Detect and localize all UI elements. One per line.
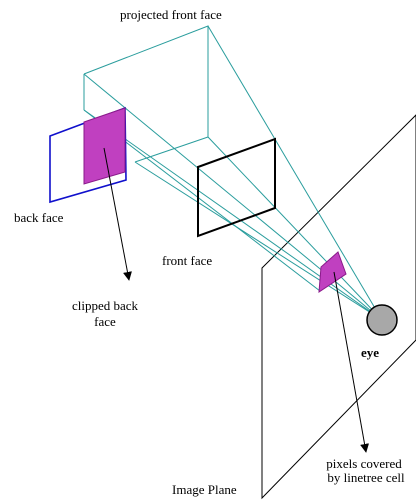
pixels-covered-label-line2: by linetree cell xyxy=(327,470,405,485)
pixels-covered-patch xyxy=(318,251,347,293)
back-face-label: back face xyxy=(14,210,64,225)
eye-circle xyxy=(366,304,398,336)
clipped-face-arrow xyxy=(103,147,132,281)
projected-front-face-label: projected front face xyxy=(120,7,222,22)
clipped-back-face-label-line2: face xyxy=(94,314,116,329)
eye-label: eye xyxy=(361,345,379,360)
pixels-arrow xyxy=(333,271,370,453)
image-plane xyxy=(261,114,416,500)
front-face xyxy=(197,137,276,238)
image-plane-label: Image Plane xyxy=(172,482,237,497)
clipped-back-face-label-line1: clipped back xyxy=(72,298,139,313)
pixels-covered-label-line1: pixels covered xyxy=(326,456,402,471)
projection-rays xyxy=(83,25,383,321)
front-face-label: front face xyxy=(162,253,212,268)
clipped-back-face xyxy=(83,107,126,185)
